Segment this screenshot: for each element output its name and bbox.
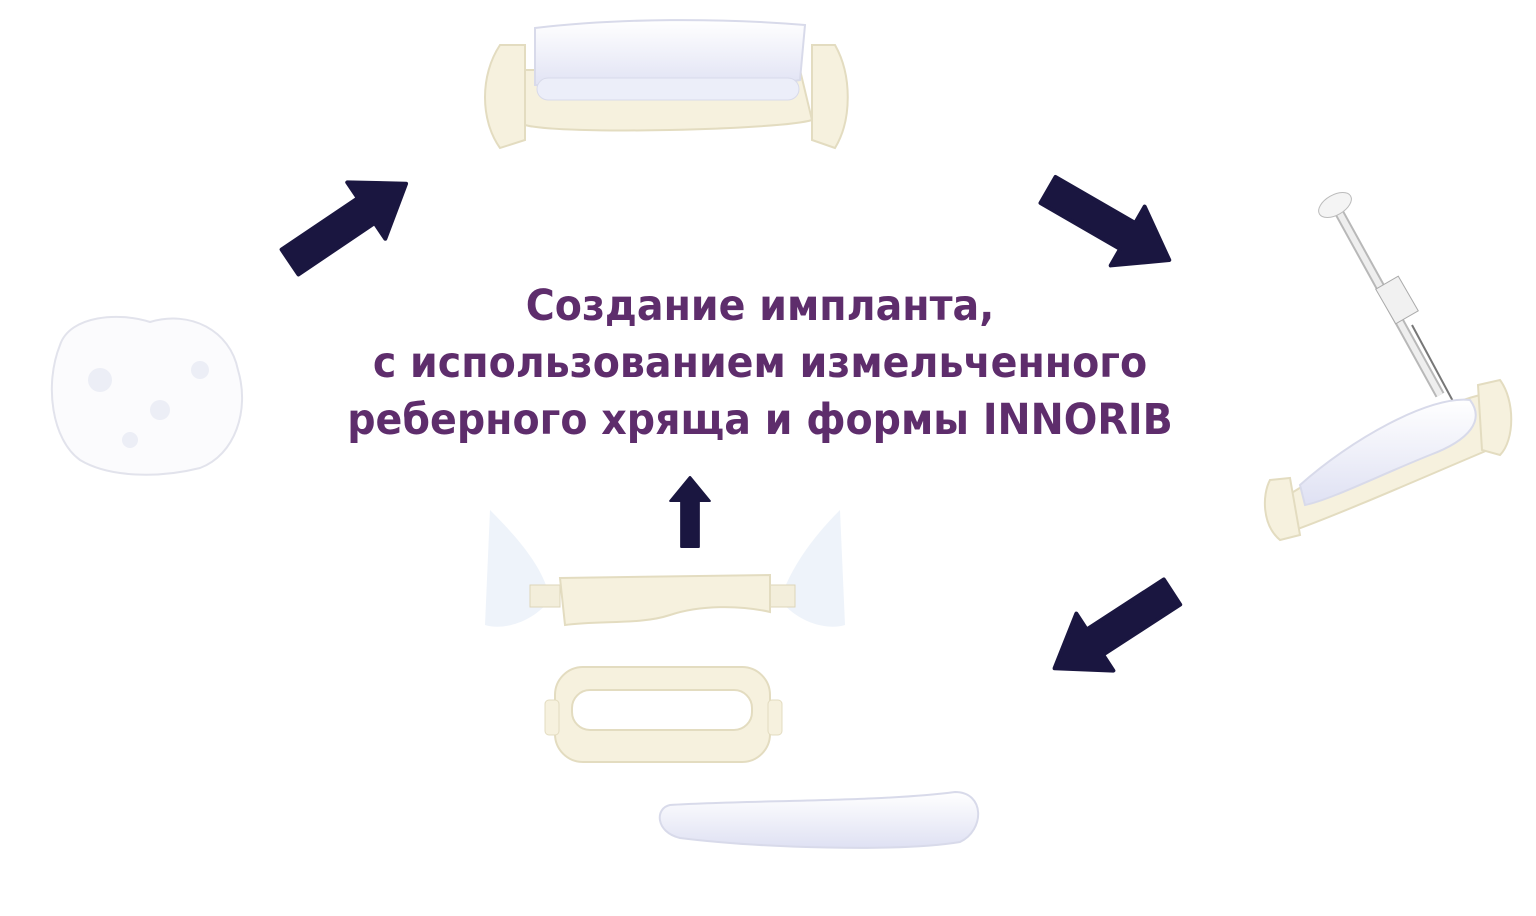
diagram-title: Создание импланта, с использованием изме… — [300, 278, 1220, 449]
arrow-icon — [1029, 158, 1189, 292]
title-line: с использованием измельченного — [372, 338, 1148, 388]
arrow-icon — [268, 153, 428, 293]
mold-with-cartilage-top — [484, 19, 849, 150]
arrow-icon — [669, 475, 711, 549]
arrow-icon — [1034, 561, 1193, 699]
minced-cartilage-illustration — [50, 315, 244, 476]
title-line: реберного хряща и формы INNORIB — [347, 395, 1173, 445]
syringe-filling-mold — [1263, 192, 1513, 542]
cartilage-implant-rod — [658, 790, 980, 849]
title-line: Создание импланта, — [525, 281, 995, 331]
implant-in-ribs — [485, 510, 845, 627]
empty-mold — [544, 666, 783, 763]
